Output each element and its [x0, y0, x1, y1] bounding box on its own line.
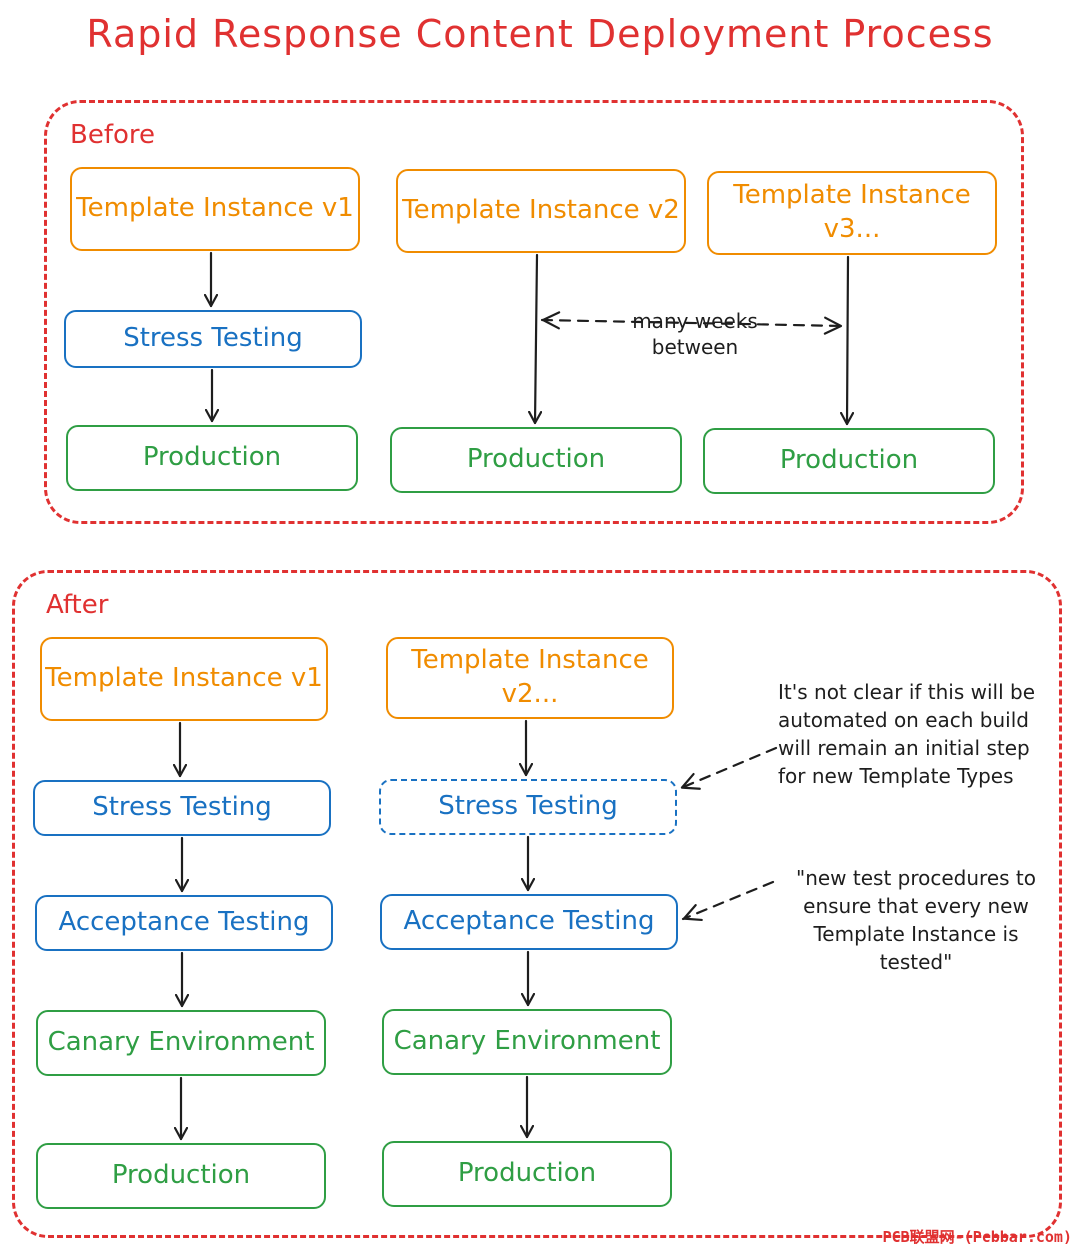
before-production-v3: Production — [703, 428, 995, 494]
gap-note: many weeks between — [628, 308, 762, 360]
after-section — [12, 570, 1062, 1238]
before-label: Before — [70, 120, 156, 150]
before-stress-testing-v1: Stress Testing — [64, 310, 362, 368]
watermark: PCB联盟网-(Pcbbar.com) — [882, 1228, 1073, 1246]
before-production-v2: Production — [390, 427, 682, 493]
after-stress-testing-v2: Stress Testing — [379, 779, 677, 835]
before-production-v1: Production — [66, 425, 358, 491]
after-acceptance-testing-v1: Acceptance Testing — [35, 895, 333, 951]
stress-testing-note: It's not clear if this will be automated… — [778, 680, 1036, 788]
before-section — [44, 100, 1024, 524]
acceptance-testing-note: "new test procedures to ensure that ever… — [796, 866, 1036, 974]
after-production-v1: Production — [36, 1143, 326, 1209]
before-template-v2: Template Instance v2 — [396, 169, 686, 253]
after-production-v2: Production — [382, 1141, 672, 1207]
after-label: After — [46, 590, 109, 620]
after-template-v2: Template Instance v2... — [386, 637, 674, 719]
after-stress-testing-v1: Stress Testing — [33, 780, 331, 836]
after-template-v1: Template Instance v1 — [40, 637, 328, 721]
before-template-v1: Template Instance v1 — [70, 167, 360, 251]
after-acceptance-testing-v2: Acceptance Testing — [380, 894, 678, 950]
after-canary-v2: Canary Environment — [382, 1009, 672, 1075]
diagram-title: Rapid Response Content Deployment Proces… — [86, 12, 994, 56]
after-canary-v1: Canary Environment — [36, 1010, 326, 1076]
before-template-v3: Template Instance v3... — [707, 171, 997, 255]
